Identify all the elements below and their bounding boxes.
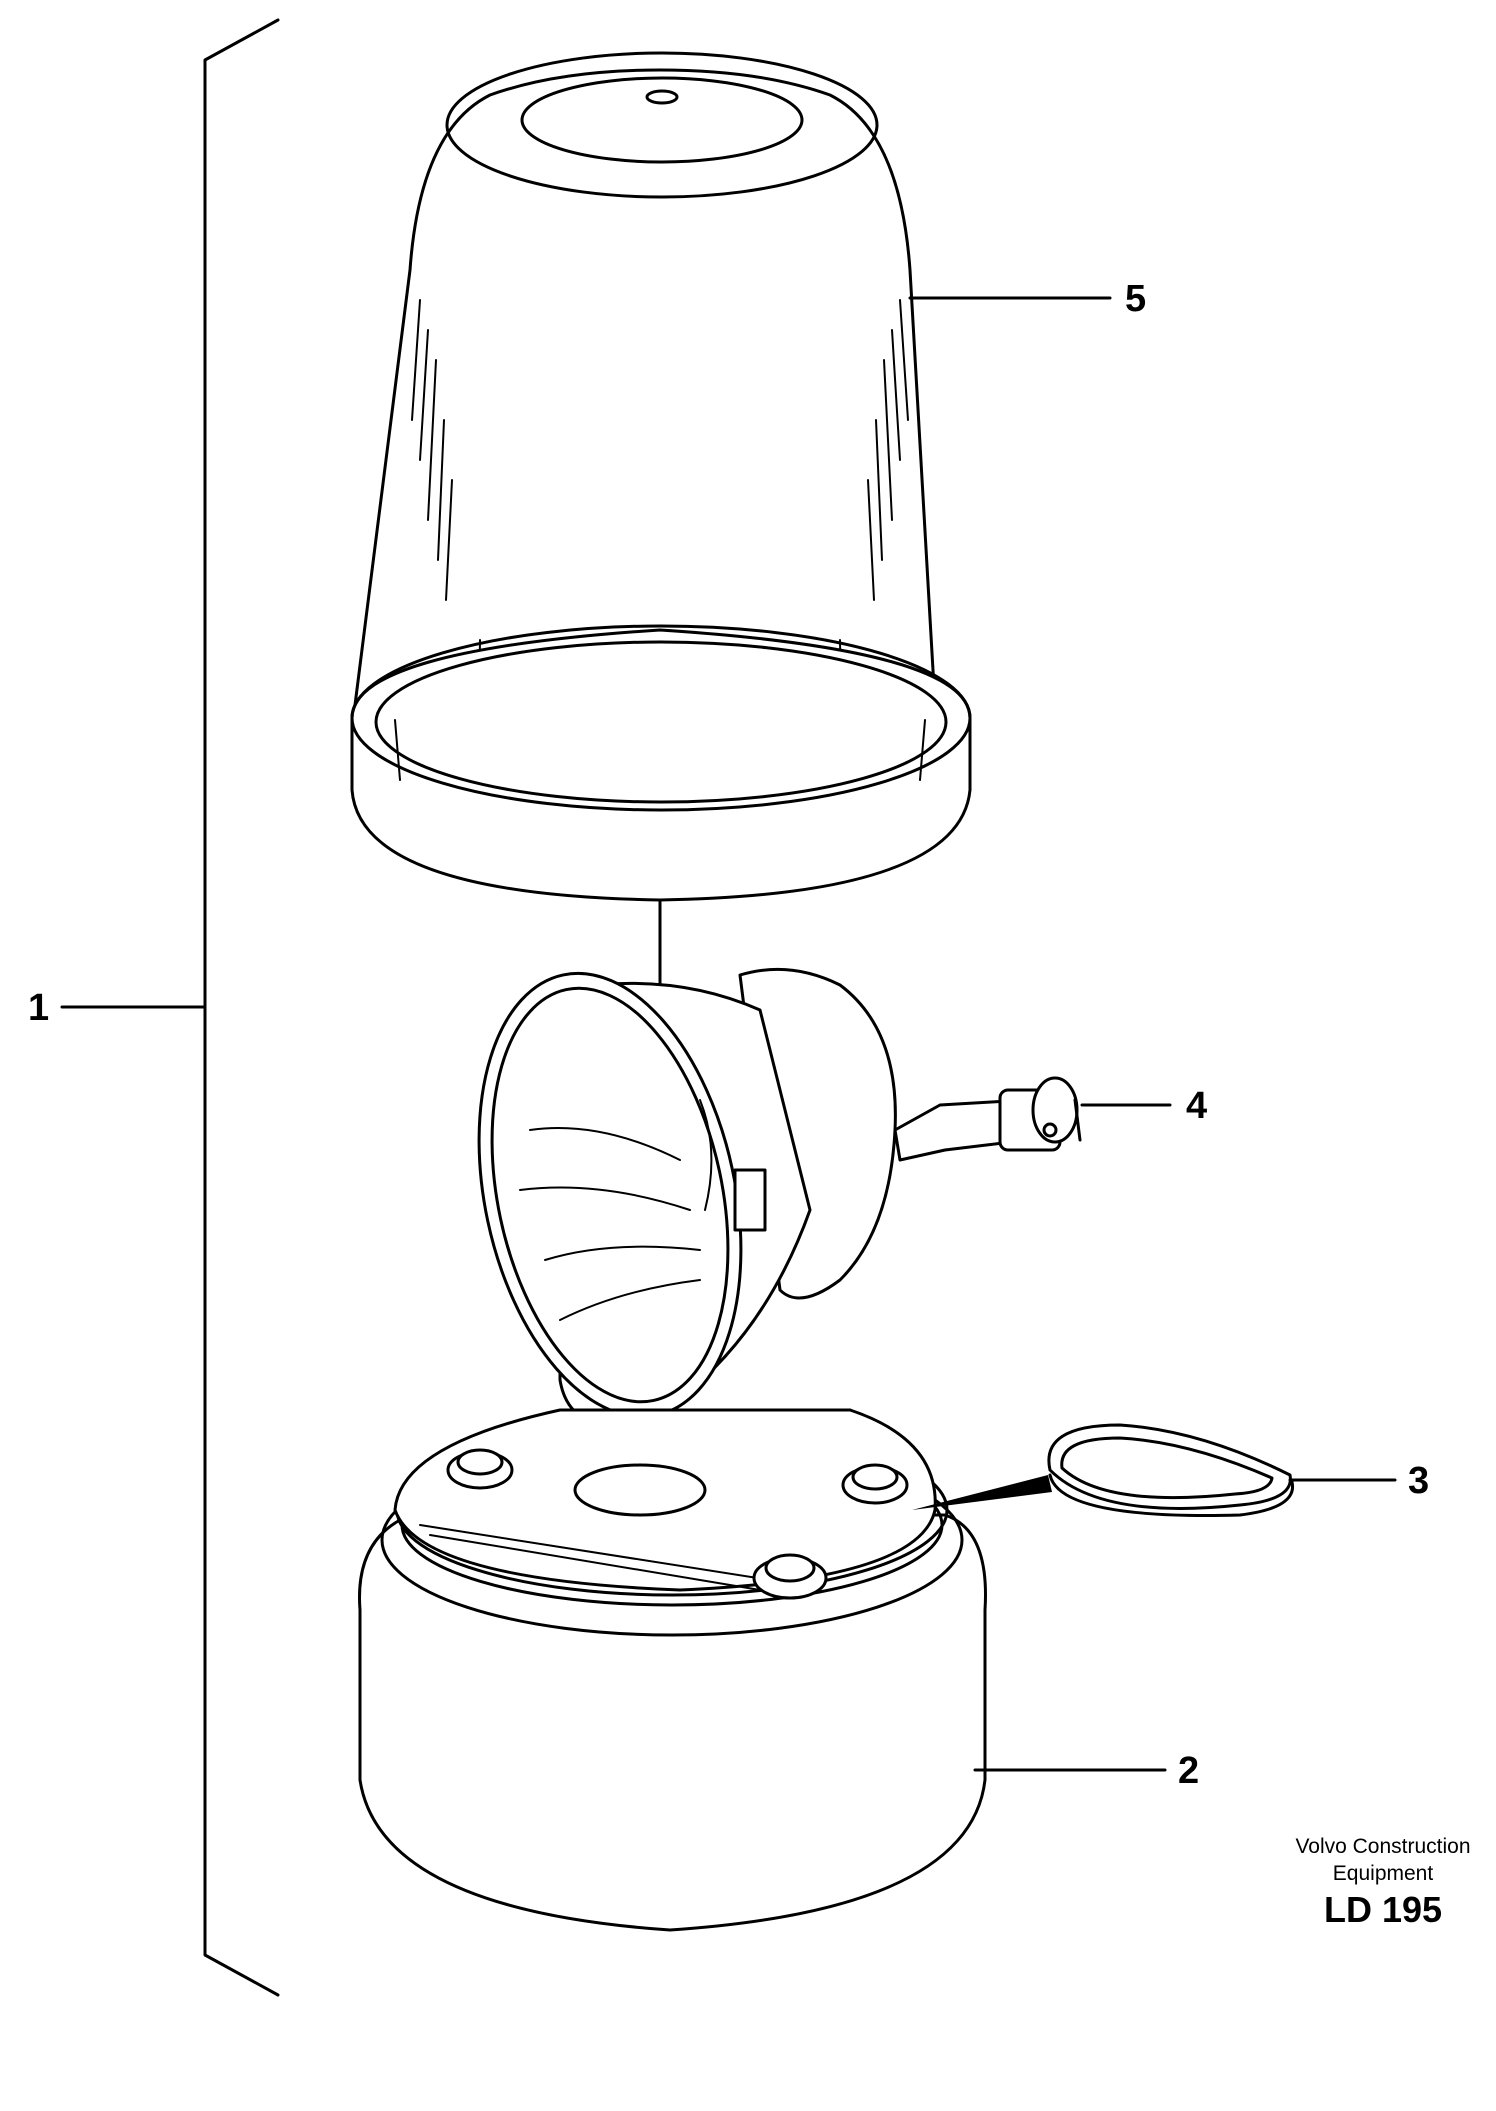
credit-company-line1: Volvo Construction — [1295, 1835, 1470, 1858]
screw-right — [841, 1463, 909, 1505]
credit-company-line2: Equipment — [1333, 1862, 1434, 1885]
lens-dome — [350, 51, 972, 902]
leader-wedge-3 — [912, 1475, 1052, 1510]
screw-front — [752, 1553, 828, 1600]
callout-3: 3 — [1408, 1460, 1429, 1502]
screw-left — [446, 1448, 514, 1490]
base-housing — [358, 1408, 987, 1932]
callout-4: 4 — [1186, 1085, 1207, 1127]
assembly-bracket — [60, 18, 280, 1997]
callout-5: 5 — [1125, 278, 1146, 320]
bulb — [893, 1076, 1082, 1162]
drawing-code: LD 195 — [1324, 1889, 1442, 1930]
callout-1: 1 — [28, 987, 49, 1029]
callout-2: 2 — [1178, 1750, 1199, 1792]
o-ring — [1047, 1423, 1295, 1517]
